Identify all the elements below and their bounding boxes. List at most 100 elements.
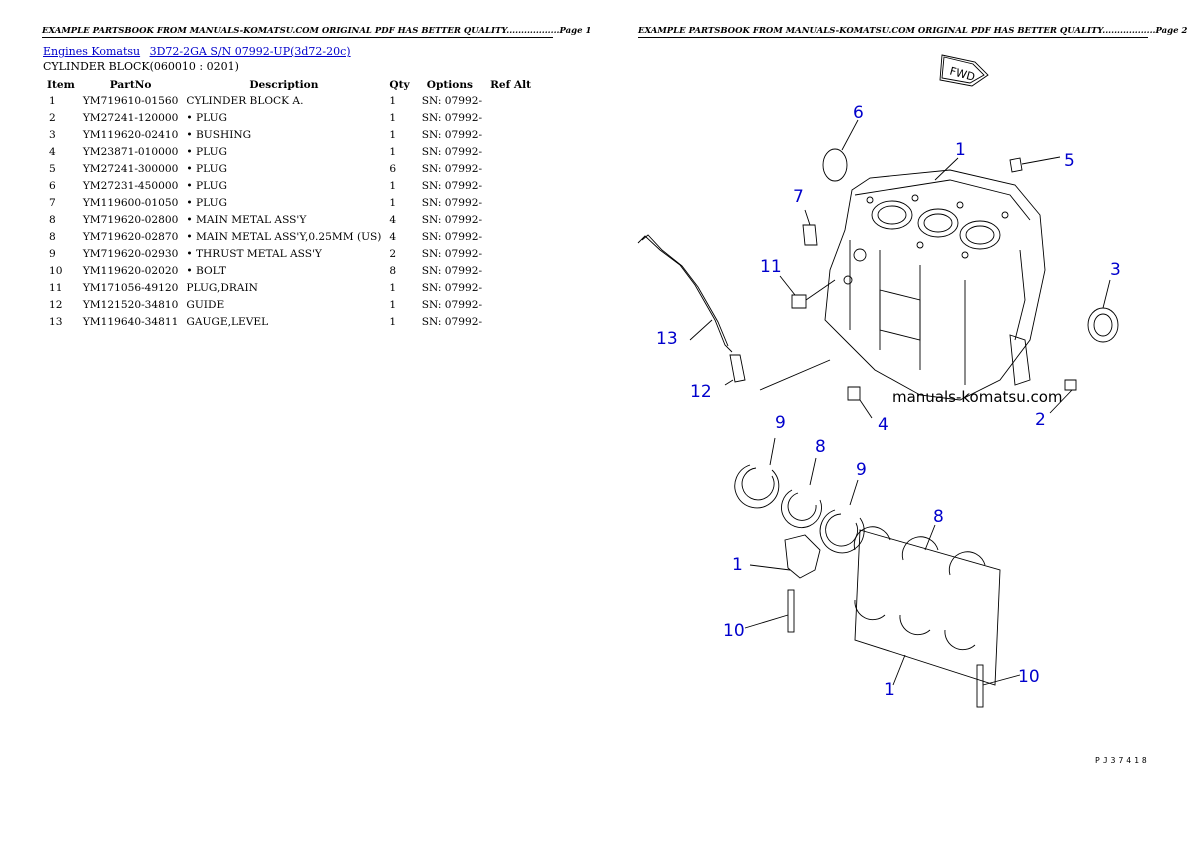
- part-13-level-gauge: [637, 235, 733, 353]
- part-4-plug: [847, 386, 861, 401]
- cell-qty: 1: [389, 111, 397, 124]
- callout-number: 8: [933, 507, 944, 527]
- cell-refalt: [486, 211, 535, 228]
- table-row: 7 YM119600-01050 • PLUG 1 SN: 07992-: [43, 194, 535, 211]
- cell-qty: 1: [389, 298, 397, 311]
- callout-number: 1: [884, 680, 895, 700]
- cell-partno: YM119640-34811: [82, 315, 179, 328]
- part-7-plug: [802, 224, 818, 246]
- callout-number: 3: [1110, 260, 1121, 280]
- cell-options: SN: 07992-: [421, 213, 483, 226]
- cell-partno: YM27231-450000: [82, 179, 179, 192]
- breadcrumb: Engines Komatsu 3D72-2GA S/N 07992-UP(3d…: [43, 45, 357, 58]
- cell-partno: YM719620-02870: [82, 230, 179, 243]
- fwd-label: FWD: [948, 65, 976, 84]
- cell-description: • BOLT: [186, 264, 226, 277]
- cell-qty: 1: [389, 315, 397, 328]
- page2-header: EXAMPLE PARTSBOOK FROM MANUALS-KOMATSU.C…: [638, 26, 1188, 38]
- cell-refalt: [486, 109, 535, 126]
- cell-partno: YM119620-02020: [82, 264, 179, 277]
- callout-number: 4: [878, 415, 889, 435]
- part-2-plug: [1064, 379, 1077, 391]
- leader-1-top: [934, 157, 959, 181]
- watermark: manuals-komatsu.com: [892, 388, 1063, 406]
- breadcrumb-link-model[interactable]: 3D72-2GA S/N 07992-UP(3d72-20c): [149, 45, 351, 58]
- callout-number: 13: [656, 329, 678, 349]
- cell-partno: YM119600-01050: [82, 196, 179, 209]
- cell-description: CYLINDER BLOCK A.: [186, 94, 304, 107]
- leader-1-bottom: [892, 654, 906, 686]
- cell-partno: YM121520-34810: [82, 298, 179, 311]
- cell-refalt: [486, 194, 535, 211]
- diagram-svg: FWD: [637, 54, 1121, 708]
- callout-number: 2: [1035, 410, 1046, 430]
- part-11-drain-plug: [791, 294, 807, 309]
- cell-refalt: [486, 313, 535, 330]
- cell-item: 7: [49, 196, 56, 209]
- cell-partno: YM119620-02410: [82, 128, 179, 141]
- cell-qty: 2: [389, 247, 397, 260]
- cell-description: • PLUG: [186, 162, 227, 175]
- cell-qty: 1: [389, 128, 397, 141]
- cell-refalt: [486, 279, 535, 296]
- cell-item: 2: [49, 111, 56, 124]
- cell-options: SN: 07992-: [421, 315, 483, 328]
- cell-item: 1: [49, 94, 56, 107]
- cell-partno: YM23871-010000: [82, 145, 179, 158]
- cell-item: 8: [49, 213, 56, 226]
- leader-11: [779, 275, 796, 296]
- cell-partno: YM27241-120000: [82, 111, 179, 124]
- cell-options: SN: 07992-: [421, 247, 483, 260]
- cell-description: • PLUG: [186, 196, 227, 209]
- cylinder-block-drawing: [824, 169, 1046, 401]
- callout-number: 10: [1018, 667, 1040, 687]
- part-6-plug: [822, 148, 848, 182]
- breadcrumb-link-engines[interactable]: Engines Komatsu: [43, 45, 141, 58]
- callout-number: 9: [856, 460, 867, 480]
- cell-description: • MAIN METAL ASS'Y: [186, 213, 307, 226]
- cell-description: • MAIN METAL ASS'Y,0.25MM (US): [186, 230, 382, 243]
- callout-number: 9: [775, 413, 786, 433]
- cell-options: SN: 07992-: [421, 145, 483, 158]
- leader-9b: [849, 479, 859, 506]
- cell-options: SN: 07992-: [421, 179, 483, 192]
- cell-description: • BUSHING: [186, 128, 252, 141]
- part-12-guide: [729, 354, 746, 383]
- callout-number: 7: [793, 187, 804, 207]
- cell-refalt: [486, 160, 535, 177]
- cell-qty: 1: [389, 145, 397, 158]
- callout-number: 1: [955, 140, 966, 160]
- cell-qty: 1: [389, 196, 397, 209]
- cell-refalt: [486, 296, 535, 313]
- cell-qty: 4: [389, 213, 397, 226]
- leader-5: [1021, 156, 1061, 165]
- cell-refalt: [486, 126, 535, 143]
- leader-2: [1049, 389, 1073, 414]
- leader-4: [859, 399, 873, 419]
- leader-13: [689, 319, 713, 341]
- leader-7: [804, 209, 811, 226]
- table-row: 8 YM719620-02870 • MAIN METAL ASS'Y,0.25MM…: [43, 228, 535, 245]
- figure-number: PJ37418: [1095, 756, 1150, 765]
- cell-item: 3: [49, 128, 56, 141]
- cell-options: SN: 07992-: [421, 264, 483, 277]
- leader-9a: [769, 437, 776, 466]
- cell-qty: 1: [389, 281, 397, 294]
- col-description: Description: [249, 78, 319, 91]
- part-3-bushing: [1087, 307, 1119, 343]
- callout-number: 8: [815, 437, 826, 457]
- cell-qty: 1: [389, 94, 397, 107]
- cell-item: 8: [49, 230, 56, 243]
- cell-item: 6: [49, 179, 56, 192]
- cell-qty: 4: [389, 230, 397, 243]
- leader-6: [841, 119, 859, 151]
- cell-description: PLUG,DRAIN: [186, 281, 258, 294]
- cell-options: SN: 07992-: [421, 196, 483, 209]
- col-partno: PartNo: [109, 78, 152, 91]
